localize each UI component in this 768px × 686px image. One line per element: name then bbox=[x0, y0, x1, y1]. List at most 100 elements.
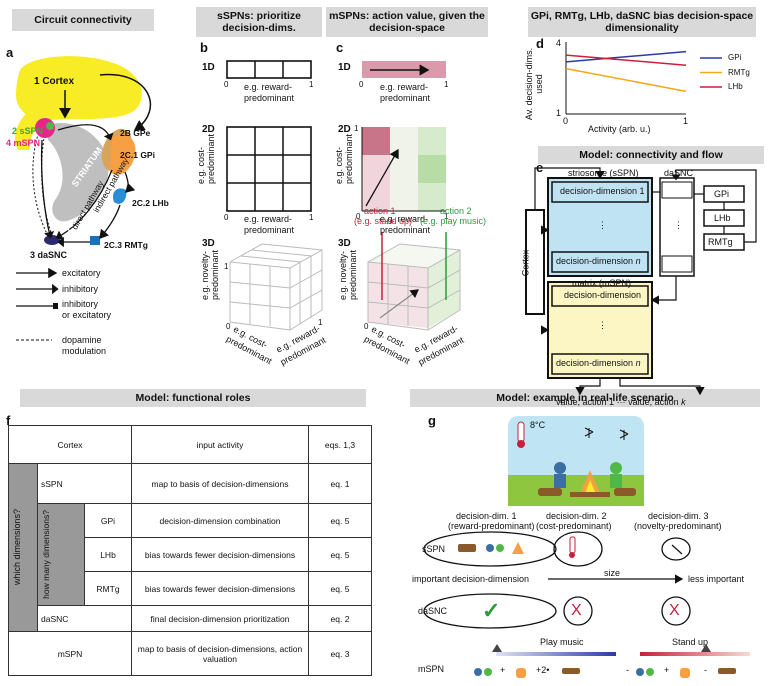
chart-xlabel: Activity (arb. u.) bbox=[588, 124, 651, 134]
c-action2-desc: (e.g. play music) bbox=[420, 216, 487, 226]
circuit-dasnc-label: 3 daSNC bbox=[30, 250, 68, 260]
dd1-sub: (reward-predominant) bbox=[448, 521, 535, 531]
example-less: less important bbox=[688, 574, 745, 584]
legend-gpi: GPi bbox=[728, 53, 742, 62]
header-model-example: Model: example in real-life scenario bbox=[410, 389, 760, 407]
model-gpi: GPi bbox=[714, 189, 730, 199]
model-lhb: LHb bbox=[714, 213, 731, 223]
c-action2-title: action 2 bbox=[440, 206, 472, 216]
header-gpi: GPi, RMTg, LHb, daSNC bias decision-spac… bbox=[528, 7, 756, 37]
mspn-minus2: - bbox=[704, 665, 707, 675]
circuit-gpi-label: 2C.1 GPi bbox=[120, 150, 155, 160]
chart-xtick-1: 1 bbox=[683, 116, 689, 126]
model-striosome: striosome (sSPN) bbox=[568, 168, 639, 178]
mspn-role: map to basis of decision-dimensions, act… bbox=[131, 631, 309, 676]
header-sspn: sSPNs: prioritize decision-dims. bbox=[196, 7, 322, 37]
panel-label-g: g bbox=[428, 413, 436, 428]
circuit-sspn-label: 2 sSPN bbox=[12, 126, 44, 136]
header-model-conn: Model: connectivity and flow bbox=[538, 146, 764, 164]
mspn-plus1: + bbox=[500, 665, 506, 675]
row-rmtg: RMTg bbox=[84, 571, 132, 606]
example-mspn: mSPN bbox=[418, 664, 445, 674]
model-out: value, action 1 ··· value, action k bbox=[556, 397, 686, 407]
header-mspn: mSPNs: action value, given the decision-… bbox=[326, 7, 488, 37]
c2-reward-2: predominant bbox=[380, 225, 431, 235]
c-2d-label: 2D bbox=[338, 124, 351, 135]
c1-reward-1: e.g. reward- bbox=[380, 82, 429, 92]
example-dasnc: daSNC bbox=[418, 606, 448, 616]
dasnc-role: final decision-dimension prioritization bbox=[131, 605, 309, 632]
c1-zero: 0 bbox=[359, 80, 364, 89]
model-out1: value, action 1 bbox=[556, 397, 615, 407]
c2-one-y: 1 bbox=[354, 124, 359, 133]
chart-line-rmtg bbox=[565, 67, 687, 93]
b1-one: 1 bbox=[309, 80, 314, 89]
c2-zero: 0 bbox=[356, 212, 361, 221]
example-sspn: sSPN bbox=[422, 544, 446, 554]
mspn-plus2: +2• bbox=[536, 665, 550, 675]
circuit-rmtg-label: 2C.3 RMTg bbox=[104, 240, 148, 250]
panel-label-a: a bbox=[6, 45, 14, 60]
model-ddn-m-text: decision-dimension bbox=[556, 358, 634, 368]
chart-line-lhb bbox=[565, 54, 687, 67]
panel-label-c: c bbox=[336, 40, 344, 55]
model-ddn: decision-dimension n bbox=[556, 256, 641, 266]
dd2-sub: (cost-predominant) bbox=[536, 521, 612, 531]
rmtg-role: bias towards fewer decision-dimensions bbox=[131, 571, 309, 606]
model-matrix: matrix (mSPN) bbox=[572, 278, 631, 288]
legend-lhb: LHb bbox=[728, 82, 743, 91]
c-action1-title: action 1 bbox=[364, 206, 396, 216]
how-many-cell: how many dimensions? bbox=[37, 503, 85, 606]
header-circuit: Circuit connectivity bbox=[12, 9, 154, 31]
legend-excitatory: excitatory bbox=[62, 268, 101, 278]
check-icon: ✓ bbox=[482, 598, 501, 623]
b3-one-a: 1 bbox=[224, 262, 229, 271]
model-out2: value, action bbox=[628, 397, 679, 407]
mspn-eq: eq. 3 bbox=[308, 631, 372, 676]
cortex-shape bbox=[16, 56, 142, 121]
b2-reward-1: e.g. reward- bbox=[244, 214, 293, 224]
b1-zero: 0 bbox=[224, 80, 229, 89]
x-icon-2: X bbox=[571, 602, 582, 619]
mspn-plus3: + bbox=[664, 665, 670, 675]
c-action1-desc: (e.g. stand up) bbox=[354, 216, 413, 226]
c1-reward-2: predominant bbox=[380, 93, 431, 103]
model-out-k: k bbox=[681, 397, 686, 407]
chart-ytick-4: 4 bbox=[556, 38, 562, 48]
model-dots-m: ⋮ bbox=[598, 320, 607, 330]
model-out-mid: ··· bbox=[616, 397, 626, 407]
b1-reward-1: e.g. reward- bbox=[244, 82, 293, 92]
b-3d-label: 3D bbox=[202, 238, 215, 249]
model-ddn-m-n: n bbox=[635, 358, 641, 368]
row-mspn: mSPN bbox=[8, 631, 132, 676]
legend-inh-exc-2: or excitatory bbox=[62, 310, 112, 320]
dd3-sub: (novelty-predominant) bbox=[634, 521, 722, 531]
circuit-mspn-label: 4 mSPN bbox=[6, 138, 41, 148]
panel-label-b: b bbox=[200, 40, 208, 55]
x-icon-3: X bbox=[669, 602, 680, 619]
c2-reward-1: e.g. reward- bbox=[380, 214, 429, 224]
dd1-title: decision-dim. 1 bbox=[456, 511, 517, 521]
circuit-cortex-label: 1 Cortex bbox=[34, 76, 75, 87]
c-3d-label: 3D bbox=[338, 238, 351, 249]
rmtg-eq: eq. 5 bbox=[308, 571, 372, 606]
model-ddn-text: decision-dimension bbox=[556, 256, 634, 266]
striatum-shape bbox=[48, 123, 109, 222]
example-stand: Stand up bbox=[672, 637, 709, 647]
circuit-lhb-label: 2C.2 LHb bbox=[132, 198, 169, 208]
legend-dopamine-1: dopamine bbox=[62, 335, 102, 345]
b-1d-label: 1D bbox=[202, 62, 215, 73]
functional-roles-table: Cortex input activity eqs. 1,3 which dim… bbox=[8, 425, 372, 676]
b2-reward-2: predominant bbox=[244, 225, 295, 235]
panel-label-f: f bbox=[6, 413, 11, 428]
model-ddn-n: n bbox=[635, 256, 641, 266]
row-cortex: Cortex bbox=[8, 425, 132, 464]
b2-zero: 0 bbox=[224, 213, 229, 222]
example-play: Play music bbox=[540, 637, 584, 647]
c3-zero: 0 bbox=[364, 322, 369, 331]
cortex-eq: eqs. 1,3 bbox=[308, 425, 372, 464]
